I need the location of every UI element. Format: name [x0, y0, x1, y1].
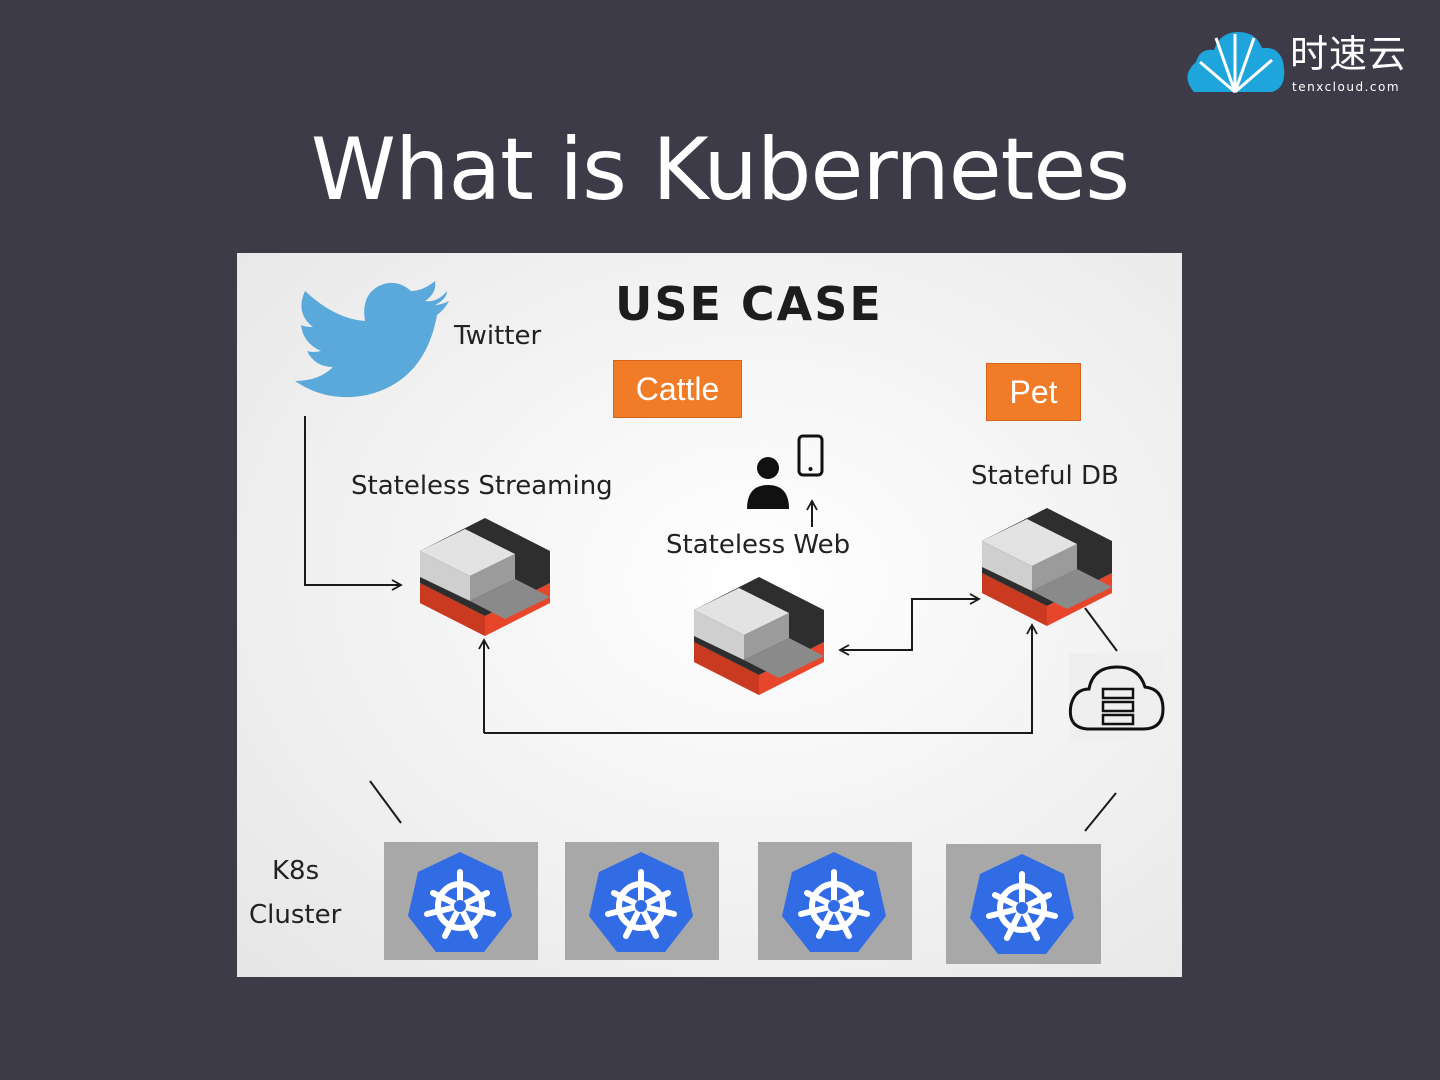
twitter-label: Twitter	[454, 321, 542, 351]
k8s-node-4	[946, 844, 1101, 964]
kubernetes-helm-icon	[408, 852, 512, 952]
twitter-bird-icon	[295, 281, 449, 398]
db-container-block	[982, 508, 1112, 626]
use-case-diagram: USE CASE Twitter Cattle Pet Stateless St…	[237, 253, 1182, 977]
logo-domain: tenxcloud.com	[1292, 80, 1401, 94]
slide-title: What is Kubernetes	[310, 120, 1130, 220]
cattle-tag: Cattle	[613, 360, 742, 418]
stateful-db-label: Stateful DB	[971, 461, 1119, 491]
pet-tag: Pet	[986, 363, 1081, 421]
kubernetes-helm-icon	[782, 852, 886, 952]
cluster-label-line-2: Cluster	[249, 900, 342, 930]
cloud-storage-icon	[1068, 653, 1165, 741]
kubernetes-helm-icon	[589, 852, 693, 952]
cloud-fan-icon	[1187, 32, 1285, 94]
cluster-label-line-1: K8s	[272, 856, 320, 886]
stateless-web-label: Stateless Web	[666, 530, 851, 560]
k8s-node-2	[565, 842, 719, 960]
tenxcloud-logo: 时速云 tenxcloud.com	[1186, 28, 1416, 98]
user-device-icon	[747, 434, 824, 509]
k8s-node-3	[758, 842, 912, 960]
stateless-streaming-label: Stateless Streaming	[351, 471, 613, 501]
diagram-lines	[295, 281, 1165, 832]
streaming-container-block	[420, 518, 550, 636]
k8s-node-1	[384, 842, 538, 960]
diagram-heading: USE CASE	[615, 277, 883, 331]
kubernetes-helm-icon	[970, 854, 1074, 954]
web-container-block	[694, 577, 824, 695]
logo-name: 时速云	[1290, 32, 1408, 76]
